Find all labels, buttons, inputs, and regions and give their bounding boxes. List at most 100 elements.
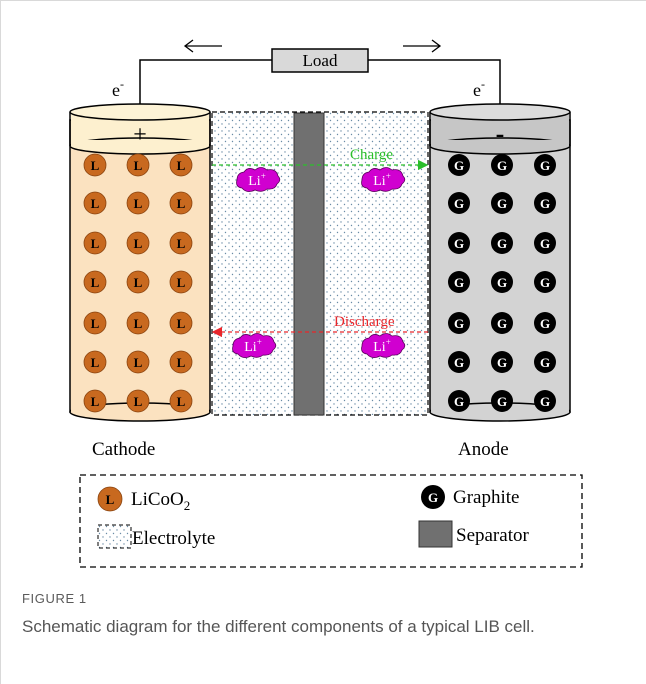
cathode-particle-letter: L bbox=[134, 236, 143, 251]
cathode-particle-icon: L bbox=[170, 232, 192, 254]
anode-particle-letter: G bbox=[497, 394, 507, 409]
graphite-icon-letter: G bbox=[428, 490, 438, 505]
external-circuit: Load e- e- bbox=[112, 40, 500, 112]
anode-particle-icon: G bbox=[534, 271, 556, 293]
figure-label: FIGURE 1 bbox=[22, 591, 87, 606]
electrolyte-icon bbox=[98, 525, 131, 548]
discharge-label: Discharge bbox=[334, 314, 395, 330]
cathode-particle-letter: L bbox=[134, 158, 143, 173]
anode-particle-icon: G bbox=[534, 154, 556, 176]
cathode-particle-icon: L bbox=[170, 192, 192, 214]
anode-sign: - bbox=[496, 119, 505, 148]
anode-particle-icon: G bbox=[448, 192, 470, 214]
figure-caption: Schematic diagram for the different comp… bbox=[22, 615, 622, 639]
cathode-particle-icon: L bbox=[127, 351, 149, 373]
cathode-particle-letter: L bbox=[134, 394, 143, 409]
cathode-particle-letter: L bbox=[177, 316, 186, 331]
cathode-particle-letter: L bbox=[134, 275, 143, 290]
cathode-particle-icon: L bbox=[84, 232, 106, 254]
cathode-particle-letter: L bbox=[91, 158, 100, 173]
cathode-particle-icon: L bbox=[127, 192, 149, 214]
anode-particle-letter: G bbox=[497, 158, 507, 173]
anode-particle-icon: G bbox=[534, 312, 556, 334]
anode-particle-letter: G bbox=[454, 236, 464, 251]
cathode-particle-icon: L bbox=[84, 312, 106, 334]
load-label: Load bbox=[303, 51, 338, 70]
electron-label-cathode: e- bbox=[112, 77, 124, 100]
electrolyte-label: Electrolyte bbox=[132, 528, 215, 549]
anode-particle-icon: G bbox=[491, 232, 513, 254]
anode-particle-icon: G bbox=[534, 390, 556, 412]
cathode-particle-letter: L bbox=[177, 394, 186, 409]
anode-particle-icon: G bbox=[491, 154, 513, 176]
anode-particle-letter: G bbox=[540, 236, 550, 251]
cathode-particle-letter: L bbox=[91, 196, 100, 211]
cathode-label: Cathode bbox=[92, 439, 155, 460]
cathode-particle-letter: L bbox=[134, 355, 143, 370]
cathode-particle-letter: L bbox=[91, 355, 100, 370]
cathode-particle-letter: L bbox=[134, 316, 143, 331]
cathode-sign: + bbox=[133, 122, 147, 148]
cathode-particle-icon: L bbox=[170, 271, 192, 293]
anode-particle-icon: G bbox=[448, 351, 470, 373]
anode-particle-icon: G bbox=[491, 390, 513, 412]
right-arrow-icon bbox=[403, 40, 440, 52]
cathode-particle-letter: L bbox=[177, 355, 186, 370]
anode-particle-letter: G bbox=[540, 275, 550, 290]
legend: L LiCoO2 Electrolyte G Graphite Separato… bbox=[80, 475, 582, 567]
electron-label-anode: e- bbox=[473, 77, 485, 100]
licoo2-label: LiCoO2 bbox=[131, 489, 190, 513]
anode-particle-letter: G bbox=[497, 275, 507, 290]
anode-particle-icon: G bbox=[534, 232, 556, 254]
separator-label: Separator bbox=[456, 525, 529, 546]
cathode-particle-letter: L bbox=[91, 394, 100, 409]
cathode-particle-icon: L bbox=[84, 271, 106, 293]
anode-particle-letter: G bbox=[540, 196, 550, 211]
cathode-particle-letter: L bbox=[134, 196, 143, 211]
cathode-particle-letter: L bbox=[177, 275, 186, 290]
cathode-particle-letter: L bbox=[177, 158, 186, 173]
anode-particle-icon: G bbox=[534, 351, 556, 373]
separator-bar bbox=[294, 113, 324, 415]
anode-particle-icon: G bbox=[491, 271, 513, 293]
anode-particle-icon: G bbox=[448, 232, 470, 254]
anode-particle-letter: G bbox=[454, 394, 464, 409]
anode-particle-letter: G bbox=[497, 236, 507, 251]
anode-particle-letter: G bbox=[454, 196, 464, 211]
anode-particle-letter: G bbox=[454, 275, 464, 290]
anode-particle-letter: G bbox=[454, 316, 464, 331]
cathode-particle-icon: L bbox=[84, 390, 106, 412]
anode-particle-letter: G bbox=[540, 158, 550, 173]
anode-particle-letter: G bbox=[454, 355, 464, 370]
cathode-particle-letter: L bbox=[177, 196, 186, 211]
anode-particle-letter: G bbox=[497, 355, 507, 370]
anode-particle-icon: G bbox=[448, 154, 470, 176]
cathode-particle-icon: L bbox=[170, 312, 192, 334]
cathode-particle-icon: L bbox=[84, 154, 106, 176]
cathode-particle-letter: L bbox=[91, 236, 100, 251]
cathode-particle-letter: L bbox=[91, 316, 100, 331]
cathode-particle-icon: L bbox=[127, 390, 149, 412]
cathode-particle-letter: L bbox=[91, 275, 100, 290]
charge-label: Charge bbox=[350, 147, 393, 163]
anode-particle-icon: G bbox=[491, 351, 513, 373]
cathode-particle-icon: L bbox=[84, 192, 106, 214]
licoo2-icon-letter: L bbox=[106, 492, 115, 507]
anode-particle-icon: G bbox=[534, 192, 556, 214]
cathode-particle-icon: L bbox=[127, 312, 149, 334]
anode-particle-icon: G bbox=[448, 390, 470, 412]
cathode-particle-letter: L bbox=[177, 236, 186, 251]
anode-particle-letter: G bbox=[540, 355, 550, 370]
cathode-particle-icon: L bbox=[127, 232, 149, 254]
cathode-cylinder: + L L L L L L L L L L L L L L L L L L L L L bbox=[70, 104, 210, 421]
cathode-particle-icon: L bbox=[127, 154, 149, 176]
anode-particle-icon: G bbox=[448, 312, 470, 334]
cathode-particle-icon: L bbox=[127, 271, 149, 293]
cathode-particle-icon: L bbox=[84, 351, 106, 373]
separator-icon bbox=[419, 521, 452, 547]
anode-particle-letter: G bbox=[454, 158, 464, 173]
graphite-label: Graphite bbox=[453, 487, 519, 508]
cathode-particle-icon: L bbox=[170, 154, 192, 176]
